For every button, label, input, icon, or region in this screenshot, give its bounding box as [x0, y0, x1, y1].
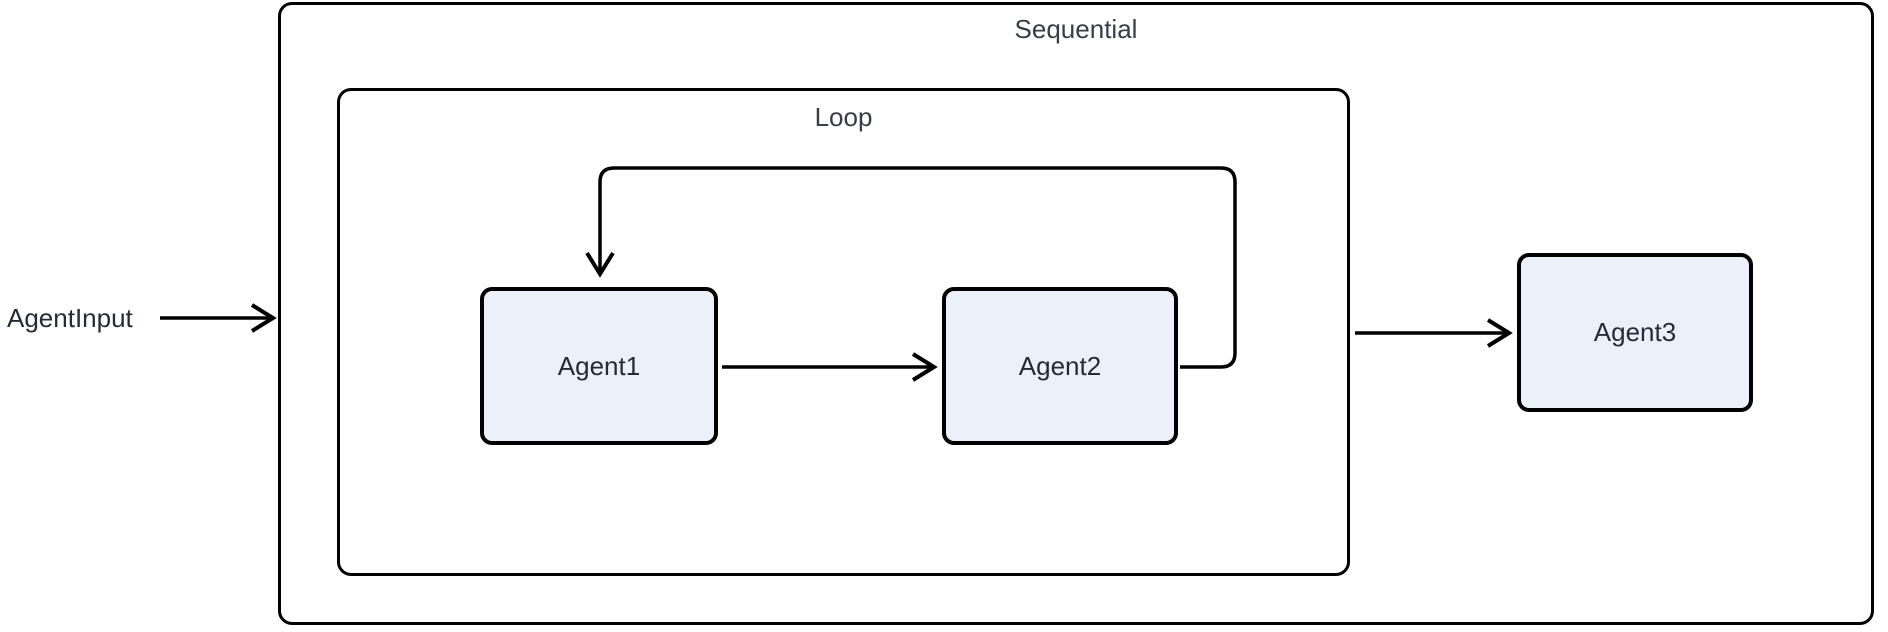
node-agent2: Agent2	[942, 287, 1178, 445]
sequential-subgraph-box	[278, 2, 1874, 625]
node-agent3: Agent3	[1517, 253, 1753, 412]
node-agent3-label: Agent3	[1593, 317, 1677, 347]
node-agent1: Agent1	[480, 287, 718, 445]
node-agent2-label: Agent2	[1018, 350, 1102, 381]
loop-subgraph-label: Loop	[814, 102, 873, 132]
agent-input-label: AgentInput	[7, 303, 133, 333]
sequential-subgraph-label: Sequential	[1014, 14, 1138, 44]
node-agent1-label: Agent1	[557, 350, 641, 381]
loop-subgraph-box	[337, 88, 1350, 576]
